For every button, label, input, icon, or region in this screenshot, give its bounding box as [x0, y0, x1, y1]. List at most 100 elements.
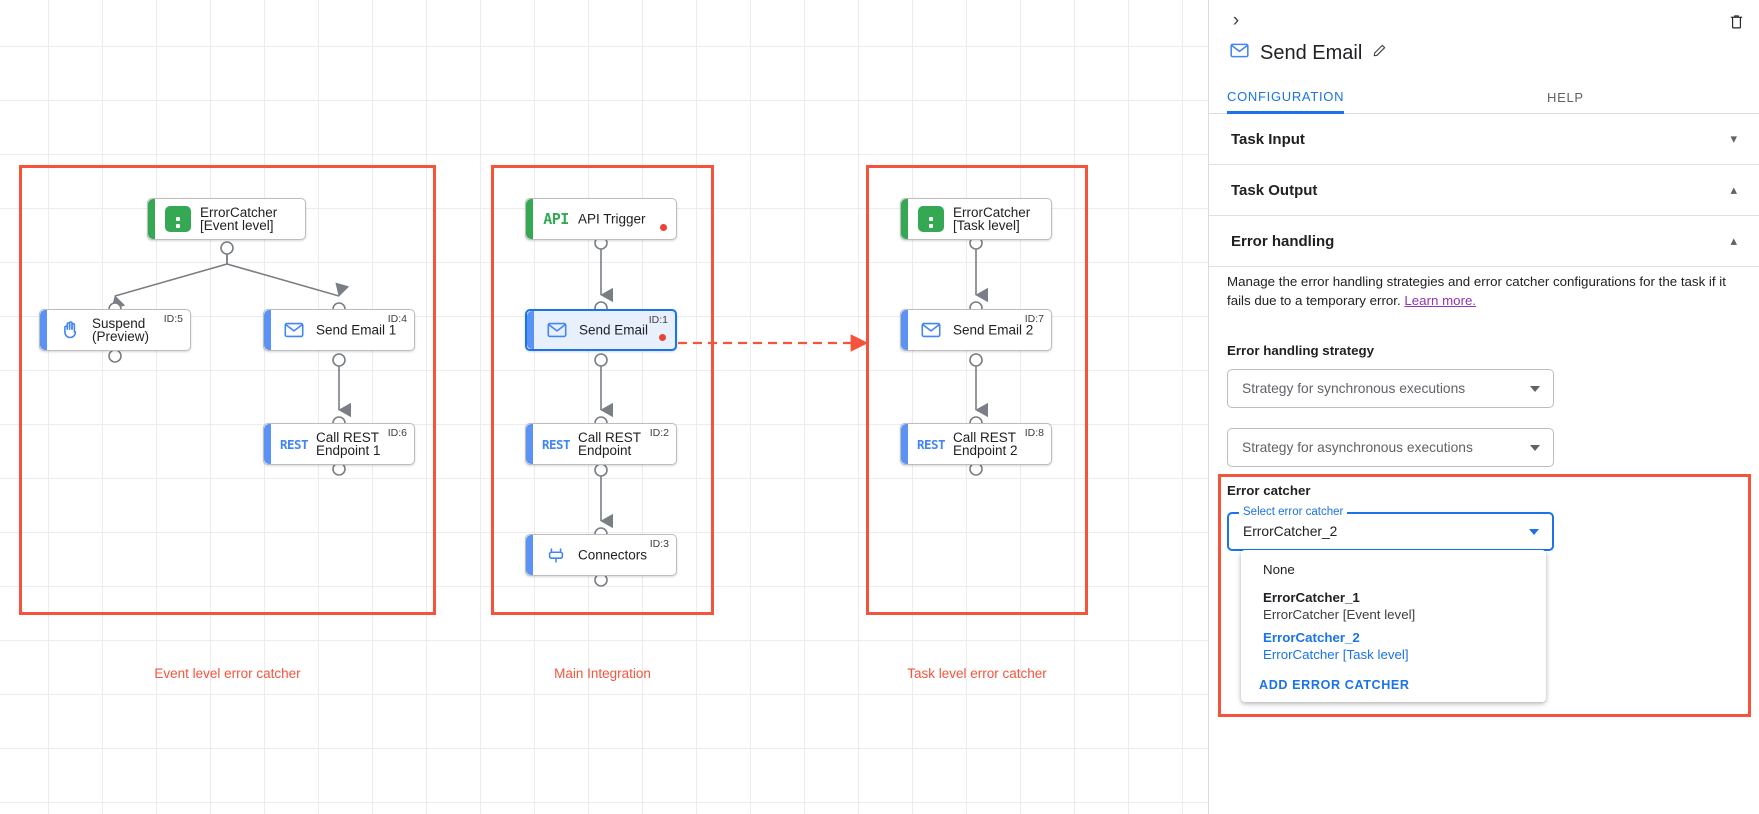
group-caption-main-integration: Main Integration [554, 666, 651, 681]
async-strategy-value: Strategy for asynchronous executions [1242, 440, 1473, 455]
sync-strategy-select[interactable]: Strategy for synchronous executions [1227, 369, 1554, 408]
node-connectors[interactable]: Connectors ID:3 [525, 534, 677, 576]
error-indicator-dot [660, 224, 667, 231]
node-id-badge: ID:7 [1024, 313, 1044, 325]
rest-icon: REST [542, 431, 571, 457]
error-catcher-highlight-box [1218, 474, 1751, 717]
rest-icon-label: REST [916, 436, 946, 452]
group-box-task-level [866, 165, 1088, 615]
section-title: Error handling [1231, 232, 1335, 250]
node-accent-bar [526, 424, 533, 464]
group-box-main-integration [491, 165, 714, 615]
node-title: Send Email 2 [953, 322, 1034, 338]
menu-item-errorcatcher-1-title[interactable]: ErrorCatcher_1 [1263, 590, 1360, 605]
flow-canvas[interactable]: Event level error catcher Main Integrati… [0, 0, 1208, 814]
node-id-badge: ID:4 [387, 313, 407, 325]
section-task-output[interactable]: Task Output ▴ [1209, 165, 1759, 216]
add-error-catcher-button[interactable]: ADD ERROR CATCHER [1259, 678, 1410, 692]
email-icon [1229, 40, 1250, 66]
node-api-trigger[interactable]: API API Trigger [525, 198, 677, 240]
tab-configuration[interactable]: CONFIGURATION [1227, 81, 1345, 114]
tab-help[interactable]: HELP [1547, 90, 1584, 105]
node-accent-bar [901, 424, 908, 464]
node-title: Connectors [578, 547, 648, 563]
section-title: Task Input [1231, 130, 1305, 148]
error-catcher-icon [165, 206, 191, 232]
chevron-right-icon[interactable]: › [1232, 10, 1240, 31]
node-send-email-2[interactable]: Send Email 2 ID:7 [900, 309, 1052, 351]
node-accent-bar [526, 199, 533, 239]
rest-icon: REST [279, 431, 309, 457]
node-accent-bar [264, 424, 271, 464]
node-title: ErrorCatcher [Task level] [953, 205, 1031, 233]
page-title: Send Email [1260, 41, 1363, 64]
node-accent-bar [901, 199, 908, 239]
node-title: Call REST Endpoint 1 [316, 430, 381, 458]
learn-more-link[interactable]: Learn more. [1404, 293, 1477, 308]
node-title: API Trigger [578, 211, 646, 227]
rest-icon: REST [916, 431, 946, 457]
node-id-badge: ID:6 [387, 427, 407, 439]
node-id-badge: ID:2 [649, 427, 669, 439]
email-icon [544, 317, 570, 343]
chevron-down-icon [1529, 528, 1539, 535]
error-catcher-dropdown-menu[interactable]: None ErrorCatcher_1 ErrorCatcher [Event … [1241, 550, 1546, 702]
menu-item-errorcatcher-1-subtitle[interactable]: ErrorCatcher [Event level] [1263, 607, 1416, 622]
node-suspend-preview[interactable]: Suspend (Preview) ID:5 [39, 309, 191, 351]
connectors-icon [543, 542, 569, 568]
email-icon [918, 317, 944, 343]
error-catcher-label: Error catcher [1227, 483, 1311, 498]
node-title: Call REST Endpoint 2 [953, 430, 1018, 458]
api-icon: API [543, 206, 569, 232]
node-call-rest-endpoint-2[interactable]: REST Call REST Endpoint 2 ID:8 [900, 423, 1052, 465]
node-id-badge: ID:8 [1024, 427, 1044, 439]
api-icon-label: API [543, 210, 569, 228]
menu-item-errorcatcher-2-subtitle[interactable]: ErrorCatcher [Task level] [1263, 647, 1409, 662]
node-call-rest-endpoint[interactable]: REST Call REST Endpoint ID:2 [525, 423, 677, 465]
chevron-down-icon [1530, 444, 1540, 451]
node-accent-bar [901, 310, 908, 350]
trash-icon[interactable] [1723, 8, 1749, 34]
node-title: Suspend (Preview) [92, 316, 150, 344]
task-config-panel: › Send Email [1208, 0, 1759, 814]
hand-icon [57, 317, 83, 343]
section-title: Task Output [1231, 181, 1318, 199]
error-handling-strategy-label: Error handling strategy [1227, 343, 1375, 358]
select-error-catcher-label: Select error catcher [1239, 506, 1348, 518]
chevron-down-icon: ▾ [1730, 131, 1737, 146]
panel-title-row: Send Email [1229, 40, 1387, 66]
node-accent-bar [526, 535, 533, 575]
error-handling-description: Manage the error handling strategies and… [1227, 272, 1727, 310]
sync-strategy-value: Strategy for synchronous executions [1242, 381, 1466, 396]
node-send-email-1[interactable]: Send Email 1 ID:4 [263, 309, 415, 351]
chevron-up-icon: ▴ [1730, 233, 1737, 248]
node-id-badge: ID:5 [163, 313, 183, 325]
error-indicator-dot [659, 334, 666, 341]
select-error-catcher-value: ErrorCatcher_2 [1243, 524, 1338, 539]
pencil-icon[interactable] [1372, 43, 1387, 63]
node-send-email-selected[interactable]: Send Email ID:1 [525, 309, 677, 351]
group-caption-event-level: Event level error catcher [154, 666, 301, 681]
node-id-badge: ID:1 [648, 314, 668, 326]
group-caption-task-level: Task level error catcher [907, 666, 1047, 681]
node-error-catcher-task-level[interactable]: ErrorCatcher [Task level] [900, 198, 1052, 240]
chevron-down-icon [1530, 385, 1540, 392]
group-box-event-level [19, 165, 436, 615]
async-strategy-select[interactable]: Strategy for asynchronous executions [1227, 428, 1554, 467]
node-call-rest-endpoint-1[interactable]: REST Call REST Endpoint 1 ID:6 [263, 423, 415, 465]
menu-item-errorcatcher-2-title[interactable]: ErrorCatcher_2 [1263, 630, 1360, 645]
section-error-handling[interactable]: Error handling ▴ [1209, 216, 1759, 267]
node-title: Send Email 1 [316, 322, 397, 338]
menu-item-none[interactable]: None [1263, 562, 1295, 577]
rest-icon-label: REST [279, 436, 309, 452]
node-accent-bar [264, 310, 271, 350]
node-error-catcher-event-level[interactable]: ErrorCatcher [Event level] [147, 198, 306, 240]
panel-header: › Send Email [1209, 0, 1759, 78]
node-accent-bar [40, 310, 47, 350]
section-task-input[interactable]: Task Input ▾ [1209, 114, 1759, 165]
node-title: Send Email [579, 322, 649, 338]
panel-tabs: CONFIGURATION HELP [1209, 81, 1759, 114]
select-error-catcher[interactable]: Select error catcher ErrorCatcher_2 [1227, 506, 1554, 551]
email-icon [281, 317, 307, 343]
